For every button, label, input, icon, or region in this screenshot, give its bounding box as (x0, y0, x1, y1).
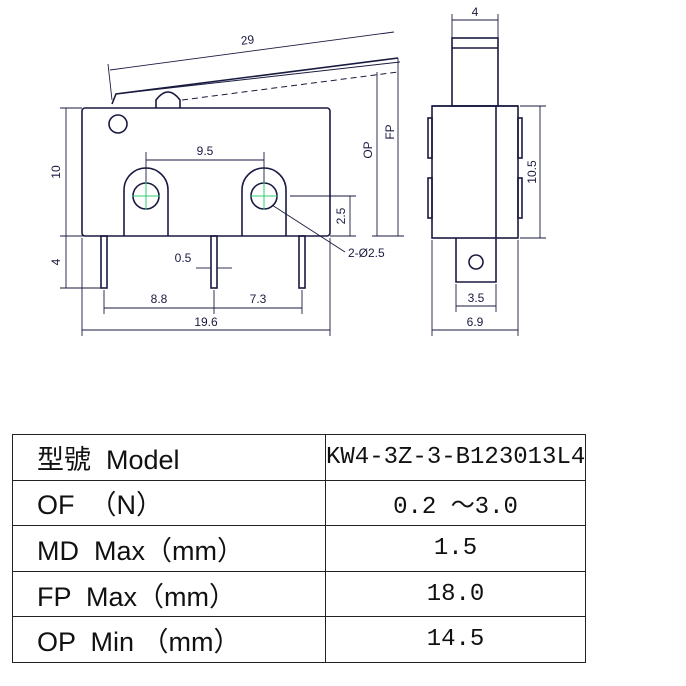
dim-pitch-2: 7.3 (250, 292, 267, 306)
side-plunger (451, 37, 499, 107)
dim-terminal-width: 0.5 (175, 251, 192, 265)
table-row: FP Max（mm） 18.0 (12, 570, 586, 618)
switch-body (81, 107, 331, 237)
spec-table: 型號 Model KW4-3Z-3-B123013L4 OF （N） 0.2 ～… (12, 434, 586, 663)
roller (155, 91, 181, 108)
dim-side-top-width: 4 (472, 5, 479, 19)
table-row: 型號 Model KW4-3Z-3-B123013L4 (12, 434, 586, 481)
row-value: 14.5 (325, 616, 586, 663)
row-label: FP Max（mm） (12, 570, 326, 618)
dim-fp: FP (383, 124, 397, 139)
dim-lever-length: 29 (240, 32, 255, 48)
dim-op: OP (361, 141, 375, 158)
row-label: OP Min （mm） (12, 616, 326, 663)
dim-terminal-length: 4 (49, 258, 63, 265)
terminal-1 (100, 235, 108, 289)
technical-drawing: 29 9.5 10 4 0.5 8.8 7.3 19.6 2.5 2-Ø2.5 … (49, 5, 546, 336)
table-row: OP Min （mm） 14.5 (12, 616, 586, 663)
table-row: MD Max（mm） 1.5 (12, 525, 586, 572)
row-value: KW4-3Z-3-B123013L4 (325, 434, 586, 481)
dim-side-terminal-width: 3.5 (468, 291, 485, 305)
dim-side-width: 6.9 (467, 315, 484, 329)
dim-body-length: 19.6 (194, 315, 218, 329)
side-terminal (455, 238, 497, 283)
dim-body-height: 10 (49, 165, 63, 179)
row-label: OF （N） (12, 479, 326, 527)
row-value: 18.0 (325, 570, 586, 618)
terminal-3 (298, 235, 306, 289)
row-value: 1.5 (325, 525, 586, 572)
dim-hole-diameter: 2-Ø2.5 (348, 246, 385, 260)
row-value: 0.2 ～3.0 (325, 479, 586, 527)
side-body (431, 105, 519, 239)
terminal-2 (210, 235, 218, 289)
table-row: OF （N） 0.2 ～3.0 (12, 479, 586, 527)
row-label: MD Max（mm） (12, 525, 326, 572)
dim-hole-offset: 2.5 (334, 207, 348, 224)
row-label: 型號 Model (12, 434, 326, 481)
dim-hole-spacing: 9.5 (197, 144, 214, 158)
lever (111, 57, 399, 105)
dim-pitch-1: 8.8 (151, 292, 168, 306)
dim-side-height: 10.5 (525, 160, 539, 184)
